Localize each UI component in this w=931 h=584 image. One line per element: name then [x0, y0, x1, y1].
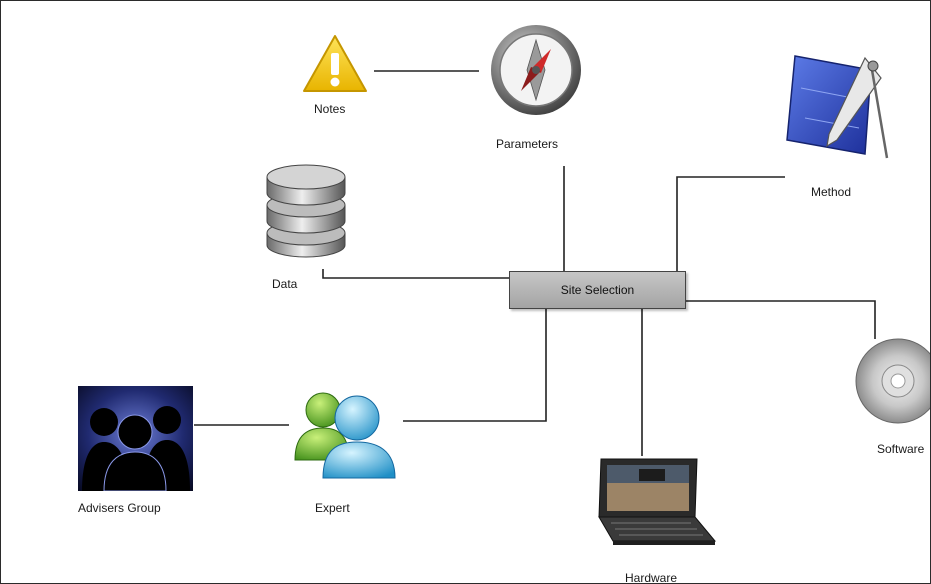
laptop-icon	[598, 458, 717, 545]
connector-software-center	[686, 300, 876, 339]
warning-icon	[303, 35, 367, 92]
connector-expert-center	[403, 309, 547, 422]
advisers-group-label: Advisers Group	[78, 501, 161, 515]
site-selection-label: Site Selection	[560, 283, 635, 297]
users-icon	[294, 392, 396, 479]
software-label: Software	[877, 442, 925, 456]
drafting-tools-icon	[786, 55, 889, 159]
data-label: Data	[272, 277, 298, 291]
hardware-label: Hardware	[625, 571, 678, 584]
notes-label: Notes	[314, 102, 346, 116]
group-silhouette-icon	[78, 386, 193, 491]
database-icon	[266, 164, 346, 258]
disc-icon	[855, 338, 930, 424]
compass-icon	[491, 25, 581, 115]
parameters-label: Parameters	[496, 137, 559, 151]
connector-data-center	[322, 269, 509, 279]
expert-label: Expert	[315, 501, 350, 515]
connector-method-center	[676, 176, 785, 271]
site-selection-node: Site Selection	[509, 271, 686, 309]
method-label: Method	[811, 185, 852, 199]
